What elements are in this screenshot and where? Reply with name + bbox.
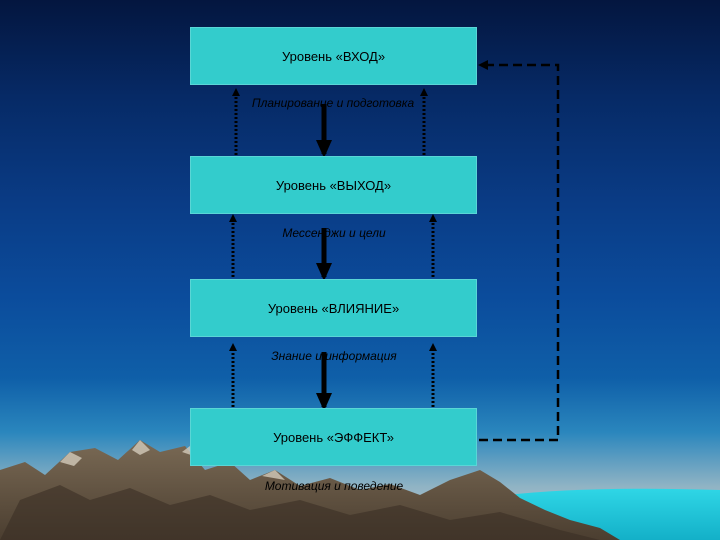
level-title-influence: Уровень «ВЛИЯНИЕ»	[267, 300, 400, 316]
feedback-loop-arrow	[478, 60, 560, 442]
level-box-influence: Уровень «ВЛИЯНИЕ»	[190, 279, 477, 337]
level-box-effect: Уровень «ЭФФЕКТ»	[190, 408, 477, 466]
level-title-input: Уровень «ВХОД»	[281, 48, 386, 64]
caption-planning: Планирование и подготовка	[251, 96, 415, 110]
level-title-effect: Уровень «ЭФФЕКТ»	[273, 429, 394, 445]
level-box-input: Уровень «ВХОД»	[190, 27, 477, 85]
caption-motivation: Мотивация и поведение	[264, 479, 404, 493]
level-title-output: Уровень «ВЫХОД»	[275, 177, 392, 193]
caption-messages: Мессенджи и цели	[282, 226, 386, 240]
caption-knowledge: Знание и информация	[271, 349, 397, 363]
level-box-output: Уровень «ВЫХОД»	[190, 156, 477, 214]
